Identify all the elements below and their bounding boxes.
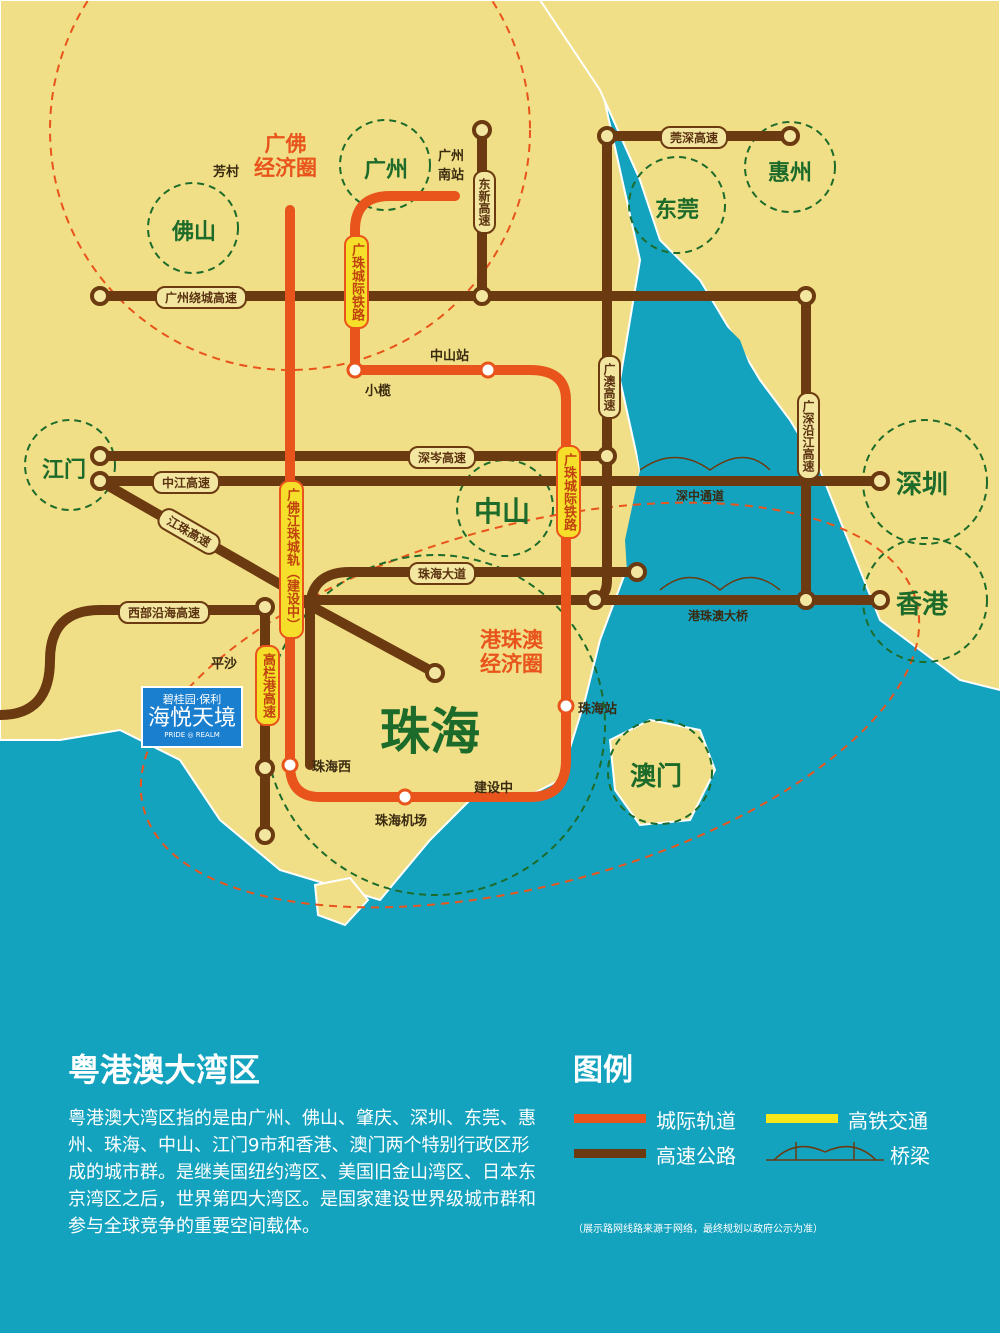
zone-gangzhuao: 港珠澳 经济圈 <box>480 628 543 676</box>
stations <box>90 120 890 845</box>
legend-intercity: 城际轨道 <box>656 1109 736 1133</box>
city-zhongshan: 中山 <box>474 495 531 528</box>
place-hzm-bridge: 港珠澳大桥 <box>688 609 749 623</box>
road-guangshen-coast: 广深沿江高速 <box>797 392 820 480</box>
land-east <box>538 0 1000 692</box>
estuary <box>625 280 850 650</box>
zone-guangfo: 广佛 经济圈 <box>254 132 317 180</box>
rail-guangzhu-2: 广珠城际铁路 <box>556 445 581 539</box>
city-foshan: 佛山 <box>172 220 217 245</box>
brand-top: 碧桂园·保利 <box>162 693 222 706</box>
bridge-icon <box>766 1142 884 1161</box>
place-zhuhai-west: 珠海西 <box>312 760 352 775</box>
road-guangzhou-ring: 广州绕城高速 <box>155 286 248 309</box>
info-description: 粤港澳大湾区指的是由广州、佛山、肇庆、深圳、东莞、惠州、珠海、中山、江门9市和香… <box>68 1108 536 1237</box>
legend-expressway-swatch <box>574 1149 646 1158</box>
road-guanshen: 莞深高速 <box>660 126 729 149</box>
island <box>313 876 370 927</box>
place-gz-south: 广州 南站 <box>438 149 465 183</box>
legend-title: 图例 <box>573 1053 633 1088</box>
gangzhuao-zone-ellipse <box>139 501 921 909</box>
city-hongkong: 香港 <box>896 590 949 620</box>
place-pingsha: 平沙 <box>211 657 238 672</box>
macau-land <box>608 718 717 827</box>
city-guangzhou: 广州 <box>364 158 409 183</box>
city-jiangmen: 江门 <box>42 458 87 483</box>
intercity-rail <box>285 191 571 802</box>
legend-bridge: 桥梁 <box>890 1144 930 1168</box>
place-zs-station: 中山站 <box>430 349 470 364</box>
bridge-icons <box>639 456 781 591</box>
city-dongguan: 东莞 <box>655 198 700 223</box>
rail-guangzhu: 广珠城际铁路 <box>344 235 369 329</box>
city-shenzhen: 深圳 <box>896 470 949 500</box>
place-under-construction: 建设中 <box>474 781 514 796</box>
road-dongxin: 东新高速 <box>473 170 496 234</box>
city-huizhou: 惠州 <box>768 161 813 186</box>
legend-expressway: 高速公路 <box>656 1144 736 1168</box>
legend-intercity-swatch <box>574 1114 646 1123</box>
place-zh-station: 珠海站 <box>578 702 618 717</box>
project-logo: 碧桂园·保利 海悦天境 PRIDE ◎ REALM <box>141 686 243 748</box>
road-guangao: 广澳高速 <box>598 355 621 419</box>
road-shencen: 深岑高速 <box>408 446 477 469</box>
brand-name: 海悦天境 <box>147 706 236 731</box>
city-zhuhai: 珠海 <box>380 703 480 761</box>
city-macau: 澳门 <box>630 762 683 792</box>
legend-hsr: 高铁交通 <box>848 1109 928 1133</box>
rail-guangfojiangzhu: 广佛江珠城轨（建设中） <box>279 480 304 639</box>
road-gaolangang: 高栏港高速 <box>255 645 280 726</box>
road-zhuhai-avenue: 珠海大道 <box>408 562 477 585</box>
place-fangcun: 芳村 <box>213 165 240 180</box>
place-airport: 珠海机场 <box>375 814 428 829</box>
legend-note: （展示路网线路来源于网络，最终规划以政府公示为准） <box>573 1224 823 1235</box>
brand-en: PRIDE ◎ REALM <box>164 731 220 739</box>
place-shenzhong: 深中通道 <box>676 489 725 503</box>
road-western-coast: 西部沿海高速 <box>118 601 211 624</box>
legend-hsr-swatch <box>766 1114 838 1123</box>
place-xiaolan: 小榄 <box>365 384 392 399</box>
info-title: 粤港澳大湾区 <box>68 1051 261 1089</box>
road-zhongjiang: 中江高速 <box>152 471 221 494</box>
guangfo-zone-circle <box>49 0 531 371</box>
